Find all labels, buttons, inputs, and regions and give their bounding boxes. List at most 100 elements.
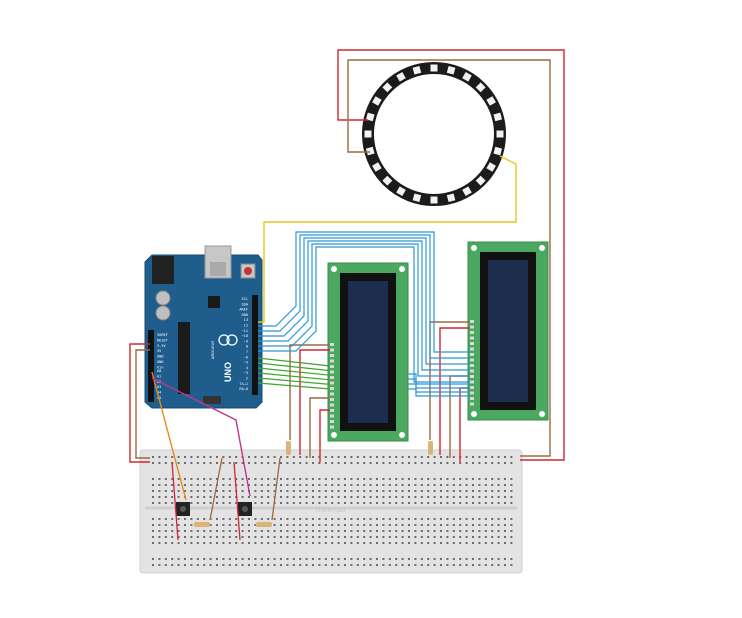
lcd-pin — [470, 369, 474, 373]
neopixel-ring — [362, 62, 506, 206]
wire-lcd1-data — [257, 382, 331, 390]
microcontroller-chip — [178, 322, 190, 394]
neopixel-led — [396, 186, 406, 196]
lcd-pin — [330, 359, 334, 363]
pushbutton-2[interactable] — [238, 502, 252, 516]
neopixel-led — [365, 112, 375, 122]
lcd-display-2 — [467, 241, 549, 421]
breadboard: Tinkercad — [139, 449, 523, 574]
lcd-pin — [470, 325, 474, 329]
neopixel-led — [430, 64, 438, 72]
wire-lcd2-data — [258, 246, 470, 383]
lcd-pin — [330, 343, 334, 346]
lcd-pin — [330, 414, 334, 418]
arduino-brand: ARDUINO — [210, 341, 215, 359]
wire-ring-data — [258, 155, 517, 323]
pin-label: GND — [157, 360, 164, 364]
pin-label: TX→1 — [239, 382, 248, 386]
neopixel-leds — [364, 64, 504, 204]
lcd-pin — [330, 376, 334, 379]
lcd-pin — [470, 347, 474, 351]
pin-label: ~3 — [244, 371, 248, 375]
lcd-pin — [330, 392, 334, 396]
arduino-digital-pin-labels: SCLSDAAREFGND1312~11~10~987~6~54~32TX→1R… — [239, 297, 248, 391]
lcd-pin — [470, 391, 474, 395]
neopixel-led — [462, 72, 472, 82]
arduino-logo — [218, 334, 238, 346]
lcd-pin — [470, 358, 474, 362]
pin-label: ~9 — [244, 339, 248, 343]
pin-label: RESET — [157, 338, 169, 342]
lcd-pin — [470, 353, 474, 356]
wire-lcd2-data — [258, 240, 470, 371]
pin-label: A0 — [157, 369, 161, 373]
breadboard-label: Tinkercad — [315, 507, 346, 514]
lcd-pin — [470, 342, 474, 345]
pin-label: 7 — [246, 350, 248, 354]
breadboard-holes — [152, 456, 513, 566]
pin-label: 13 — [244, 318, 248, 322]
wire-lcd1-data — [257, 372, 331, 381]
pin-label: A1 — [157, 374, 161, 378]
lcd-pin — [330, 425, 334, 429]
lcd-pin — [470, 397, 474, 400]
uno-label: UNO — [223, 362, 233, 382]
neopixel-led — [486, 96, 496, 106]
lcd-pin — [330, 370, 334, 374]
lcd-pin — [470, 380, 474, 384]
pin-label: ~11 — [242, 329, 249, 333]
wire-lcd-link — [408, 388, 470, 397]
lcd-pin — [470, 336, 474, 340]
pin-label: SCL — [242, 297, 249, 301]
pin-label: ~5 — [244, 361, 248, 365]
lcd-pin — [330, 348, 334, 352]
neopixel-led — [462, 186, 472, 196]
neopixel-led — [475, 175, 486, 186]
neopixel-led — [382, 175, 393, 186]
lcd-screen-2 — [488, 260, 528, 402]
pin-label: ~6 — [244, 355, 248, 359]
lcd-pin — [330, 365, 334, 368]
wire-lcd2-data — [258, 243, 470, 377]
neopixel-led — [372, 162, 382, 172]
neopixel-led — [412, 193, 422, 203]
pushbutton-1[interactable] — [176, 502, 190, 516]
resistors — [194, 441, 433, 527]
power-jack — [152, 256, 174, 284]
pin-label: GND — [157, 355, 164, 359]
pin-label: 3.3V — [157, 344, 166, 348]
wire-5v — [129, 343, 150, 463]
lcd-pin — [330, 398, 334, 401]
lcd-pin — [330, 420, 334, 423]
neopixel-led — [493, 146, 503, 156]
wire-lcd1-data — [257, 362, 331, 372]
neopixel-led — [396, 72, 406, 82]
wire-lcd2-data — [258, 237, 470, 365]
neopixel-led — [430, 196, 438, 204]
pin-label: A3 — [157, 385, 161, 389]
pin-label: 4 — [246, 366, 248, 370]
neopixel-led — [446, 193, 456, 203]
lcd-pin — [330, 387, 334, 390]
wire-lcd1-data — [257, 377, 331, 385]
lcd-display-1 — [327, 262, 409, 442]
neopixel-led — [493, 112, 503, 122]
neopixel-led — [446, 65, 456, 75]
pin-label: 2 — [246, 377, 248, 381]
neopixel-led — [496, 130, 504, 138]
wire-ring-vcc — [337, 49, 565, 461]
wire-lcd2-data — [258, 234, 470, 359]
lcd-pin — [470, 375, 474, 378]
pin-label: 8 — [246, 345, 248, 349]
lcd-pin — [330, 409, 334, 412]
pin-label: RX←0 — [239, 387, 248, 391]
lcd-screen-1 — [348, 281, 388, 423]
wire-lcd1-data — [257, 357, 331, 367]
wire-lcd1-data — [257, 367, 331, 376]
pin-label: GND — [242, 313, 249, 317]
pin-label: SDA — [242, 302, 249, 306]
pin-label: 5V — [157, 349, 162, 353]
wires — [129, 49, 565, 501]
